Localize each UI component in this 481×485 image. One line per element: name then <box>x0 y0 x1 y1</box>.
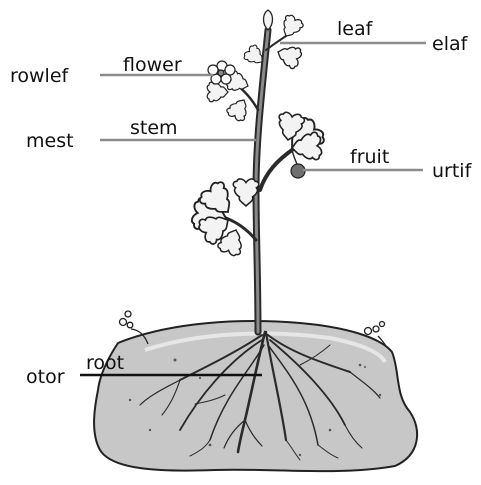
label-root: root <box>86 354 124 373</box>
label-flower: flower <box>123 56 182 75</box>
bud <box>264 10 273 30</box>
scrambled-label-flower: rowlef <box>10 67 68 86</box>
label-fruit: fruit <box>350 148 389 167</box>
flower <box>208 61 235 84</box>
scrambled-label-leaf: elaf <box>432 35 467 54</box>
scrambled-label-fruit: urtif <box>432 162 471 181</box>
fruit <box>291 164 305 178</box>
label-leaf: leaf <box>337 20 372 39</box>
scrambled-label-stem: mest <box>26 132 74 151</box>
scrambled-label-root: otor <box>26 368 65 387</box>
label-stem: stem <box>130 119 178 138</box>
